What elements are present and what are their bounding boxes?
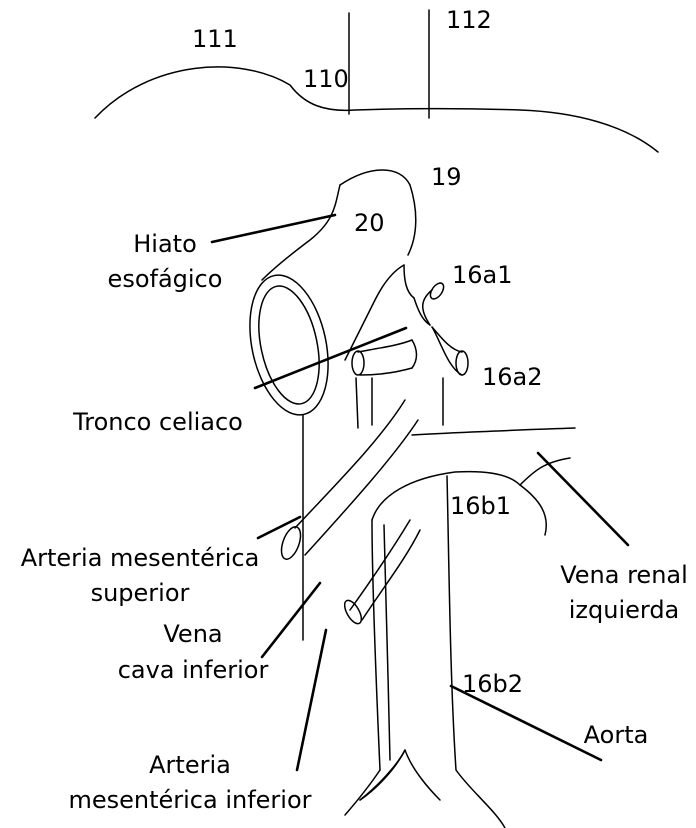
label-16a2: 16a2 bbox=[482, 363, 543, 391]
label-vci-line1: Vena bbox=[163, 620, 222, 648]
esophagus-shape bbox=[262, 170, 416, 360]
hiatus-ring bbox=[238, 268, 340, 422]
inferior-mesenteric-artery bbox=[341, 520, 420, 626]
label-vrenal-line2: izquierda bbox=[569, 596, 680, 624]
label-ams-line2: superior bbox=[91, 579, 190, 607]
label-vrenal-line1: Vena renal bbox=[560, 561, 688, 589]
label-vci-line2: cava inferior bbox=[118, 656, 269, 684]
label-19: 19 bbox=[431, 163, 462, 191]
label-20: 20 bbox=[354, 209, 385, 237]
label-110: 110 bbox=[303, 65, 349, 93]
leader-tronco bbox=[255, 328, 406, 388]
label-hiato-line1: Hiato bbox=[133, 230, 197, 258]
renal-vein-curve bbox=[520, 458, 570, 485]
leader-vci bbox=[262, 583, 320, 657]
label-aorta: Aorta bbox=[584, 721, 649, 749]
label-16b1: 16b1 bbox=[450, 492, 511, 520]
label-16b2: 16b2 bbox=[462, 670, 523, 698]
liver-outline bbox=[95, 67, 658, 152]
label-ami-line1: Arteria bbox=[149, 751, 231, 779]
renal-vein-top bbox=[412, 428, 575, 435]
renal-vein-end bbox=[520, 485, 546, 535]
label-ams-line1: Arteria mesentérica bbox=[21, 544, 260, 572]
label-tronco: Tronco celiaco bbox=[72, 408, 243, 436]
aorta-wall-left-upper bbox=[356, 378, 358, 428]
label-111: 111 bbox=[192, 25, 238, 53]
label-112: 112 bbox=[446, 6, 492, 34]
label-ami-line2: mesentérica inferior bbox=[68, 786, 311, 814]
leader-ami bbox=[297, 630, 326, 770]
label-hiato-line2: esofágico bbox=[108, 265, 223, 293]
aorta-body bbox=[345, 472, 520, 828]
leader-hiato bbox=[212, 215, 335, 242]
label-16a1: 16a1 bbox=[452, 261, 513, 289]
leader-vrenal bbox=[538, 453, 628, 545]
superior-mesenteric-artery bbox=[278, 400, 418, 562]
